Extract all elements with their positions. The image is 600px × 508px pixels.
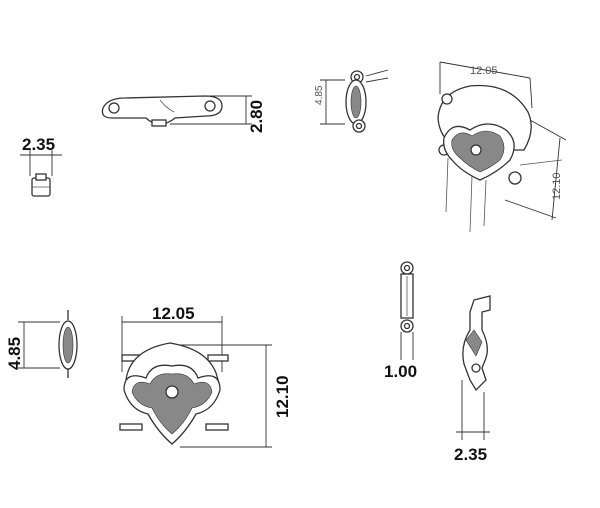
iso-width-label: 12.05 xyxy=(470,65,498,77)
side-depth-bottom-label: 2.35 xyxy=(454,445,487,464)
side-profile-view: 2.80 xyxy=(101,95,266,133)
edge-view: 1.00 xyxy=(384,261,417,381)
top-width-small-label: 4.85 xyxy=(314,85,325,105)
side-height-label: 2.80 xyxy=(247,100,266,133)
top-view-connector: 4.85 xyxy=(314,69,389,133)
end-view-small: 2.35 xyxy=(20,135,62,197)
top-view-oval: 4.85 xyxy=(5,310,78,378)
edge-thickness-label: 1.00 xyxy=(384,362,417,381)
end-width-top-label: 2.35 xyxy=(22,135,55,154)
front-view: 12.05 12.10 xyxy=(119,304,292,448)
front-height-label: 12.10 xyxy=(273,375,292,418)
front-width-label: 12.05 xyxy=(152,304,195,323)
side-view-right: 2.35 xyxy=(454,295,491,464)
isometric-view: 12.05 12.10 xyxy=(437,61,567,233)
front-depth-label: 4.85 xyxy=(5,337,24,370)
iso-height-label: 12.10 xyxy=(551,172,563,200)
